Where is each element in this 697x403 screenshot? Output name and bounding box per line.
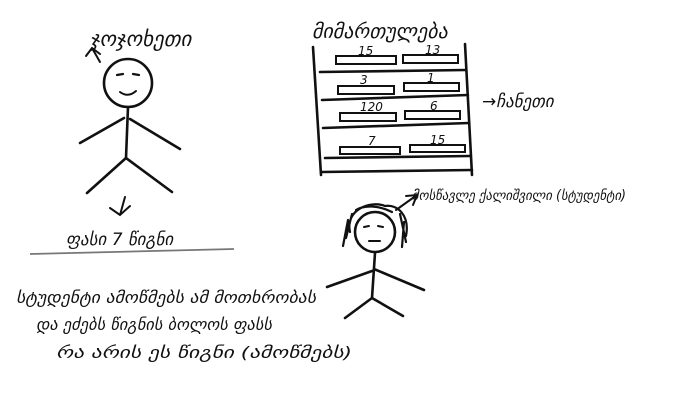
- book-tag: 7: [368, 134, 376, 148]
- reader-head: [353, 210, 397, 254]
- shelf-board-1: [318, 68, 468, 74]
- teacher-arm-left: [78, 116, 126, 145]
- book-r1-a: [335, 55, 397, 65]
- pay-arrow: [109, 196, 131, 217]
- book-r4-b: [409, 144, 466, 153]
- reader-arm-right: [372, 267, 426, 292]
- pay-underline: [29, 248, 235, 255]
- teacher-figure: [78, 57, 182, 195]
- book-tag: 6: [430, 99, 438, 113]
- book-tag: 15: [430, 133, 445, 147]
- reader-leg-left: [343, 296, 374, 320]
- reader-label: მოსწავლე ქალიშვილი (სტუდენტი): [412, 188, 626, 204]
- book-r3-b: [404, 110, 461, 120]
- book-r4-a: [339, 146, 401, 155]
- bookshelf: [311, 42, 474, 177]
- reader-label-arrow: [395, 193, 419, 211]
- note-line-2: და ეძებს წიგნის ბოლოს ფასს: [36, 315, 273, 334]
- reader-eye-right: [377, 225, 384, 228]
- book-r3-a: [339, 112, 397, 122]
- book-tag: 120: [360, 100, 383, 114]
- shelf-board-4: [323, 154, 472, 160]
- note-line-1: სტუდენტი ამოწმებს ამ მოთხრობას: [16, 288, 317, 307]
- shelf-title: მიმართულება: [312, 19, 449, 43]
- teacher-leg-right: [124, 156, 174, 194]
- pay-label: ფასი 7 წიგნი: [66, 230, 174, 250]
- teacher-body: [124, 105, 130, 160]
- book-tag: 13: [425, 43, 440, 57]
- reader-eye-left: [363, 225, 370, 228]
- shelf-base: [320, 168, 474, 174]
- teacher-name-label: ჯოჯოხეთი: [89, 27, 193, 51]
- teacher-arm-right: [128, 117, 182, 151]
- books: [335, 54, 466, 155]
- teacher-smile: [119, 90, 137, 96]
- reader-arm-left: [325, 269, 374, 289]
- shelf-left-side: [311, 45, 323, 177]
- reader-body: [370, 251, 377, 300]
- reader-figure: [325, 203, 426, 320]
- book-tag: 15: [358, 44, 373, 58]
- shelf-board-2: [320, 93, 470, 102]
- book-r1-b: [402, 54, 459, 64]
- book-r2-b: [403, 82, 460, 92]
- shelf-right-side: [463, 42, 474, 177]
- teacher-leg-left: [85, 156, 128, 195]
- reader-hair: [341, 203, 408, 249]
- teacher-eye-left: [115, 72, 125, 77]
- book-tags: 15 13 3 1 120 6 7 15: [358, 43, 445, 148]
- book-tag: 1: [427, 71, 435, 85]
- shelf-arrow-label: →ჩანეთი: [482, 92, 555, 112]
- teacher-eye-right: [131, 72, 141, 77]
- note-line-3: რა არის ეს წიგნი (ამოწმებს): [56, 343, 352, 362]
- shelf-board-3: [321, 121, 471, 130]
- teacher-head: [102, 57, 154, 109]
- reader-leg-right: [370, 296, 405, 318]
- teacher-label-arrow: [85, 46, 101, 63]
- book-r2-a: [337, 85, 395, 95]
- book-tag: 3: [360, 73, 368, 87]
